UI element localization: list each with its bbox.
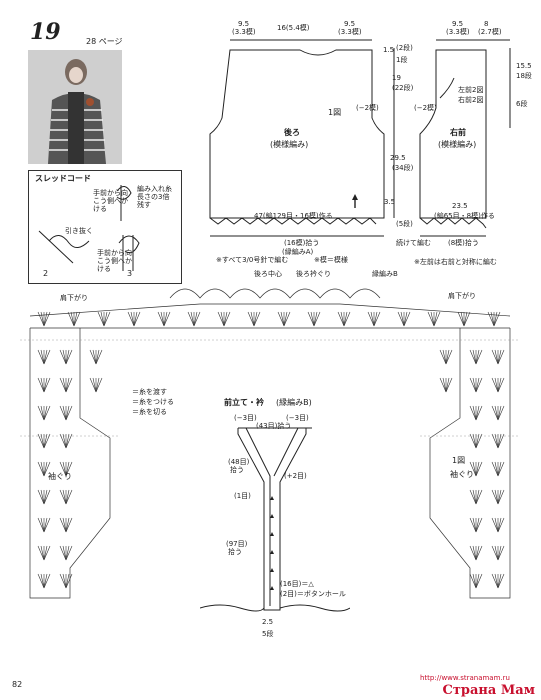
chart-shoulder-left: 肩下がり: [60, 294, 88, 302]
front-schematic: [419, 39, 511, 237]
back-arm-rows: (22段): [392, 84, 414, 92]
chart-shoulder-right: 肩下がり: [448, 292, 476, 300]
back-body-rows: (34段): [392, 164, 414, 172]
front-note-symmetric: ※左前は右前と対称に編む: [414, 258, 497, 266]
crochet-chart: [20, 288, 520, 599]
chart-armhole-left: 袖ぐり: [48, 472, 72, 481]
back-arm-h: 19: [392, 74, 401, 82]
back-band: (縁編みA): [282, 248, 314, 256]
front-top-right: 8: [484, 20, 489, 28]
placket-97-pick: 拾う: [228, 548, 242, 556]
placket-title: 前立て・衿: [224, 398, 264, 407]
front-top-left-sub: (3.3模): [446, 28, 470, 36]
placket-48: (48目): [228, 458, 250, 466]
watermark: Страна Мам: [442, 683, 536, 698]
front-right-fig: 右前2図: [458, 96, 484, 104]
front-side-rows: 18段: [516, 72, 532, 80]
step3-note: 手前から向こう側へかける: [97, 249, 132, 273]
placket-buttonhole: (2目)＝ボタンホール: [280, 590, 346, 598]
placket-1st: (1目): [234, 492, 251, 500]
back-top-right-sub: (3.3模): [338, 28, 362, 36]
legend-attach: ＝糸をつける: [132, 398, 174, 406]
back-cast-on: 47(編129目・16模)作る: [254, 212, 333, 220]
front-left-fig: 左前2図: [458, 86, 484, 94]
back-body-h: 29.5: [390, 154, 406, 162]
front-cast-on: (編65目・8模)作る: [434, 212, 495, 220]
thread-cord-diagram: スレッドコード 手前から向こう側へかける 編み入れ糸長さの3倍残す 引き抜く 手…: [28, 170, 182, 284]
placket-rows: 5段: [262, 630, 274, 638]
front-continue: 続けて編む: [396, 239, 431, 247]
back-schematic: [209, 39, 395, 237]
back-hem-rows: (5段): [396, 220, 413, 228]
legend-pass: ＝糸を渡す: [132, 388, 167, 396]
back-note-hook: ※すべて3/0号針で編む: [216, 256, 289, 264]
watermark-site: http://www.stranamam.ru: [420, 674, 510, 682]
front-decrease: (−2模): [414, 104, 437, 112]
front-side-h: 15.5: [516, 62, 532, 70]
back-top-right: 9.5: [344, 20, 356, 28]
back-neck-h: 1.5: [383, 46, 395, 54]
front-side-rows2: 6段: [516, 100, 528, 108]
step-number-2: 2: [43, 269, 49, 278]
placket-dec-left: (−3目): [234, 414, 257, 422]
chart-armhole-right: 袖ぐり: [450, 470, 474, 479]
placket-plus2: (+2目): [284, 472, 307, 480]
chart-back-collar: 後ろ衿ぐり: [296, 270, 331, 278]
placket-dec-right: (−3目): [286, 414, 309, 422]
placket-width: 2.5: [262, 618, 274, 626]
placket-pick-43: (43目)拾う: [256, 422, 292, 430]
back-top-left-sub: (3.3模): [232, 28, 256, 36]
front-pattern: (模様編み): [438, 140, 477, 149]
placket-48-pick: 拾う: [230, 466, 244, 474]
front-title: 右前: [450, 128, 466, 137]
back-hem-h: 3.5: [384, 198, 396, 206]
placket-97: (97目): [226, 540, 248, 548]
back-neck-rows2: 1段: [396, 56, 408, 64]
placket-diagram: [200, 427, 350, 612]
chart-edge-b: 縁編みB: [372, 270, 398, 278]
back-pick-up: (16模)拾う: [284, 239, 320, 247]
front-top-left: 9.5: [452, 20, 464, 28]
page-number: 82: [12, 680, 23, 689]
back-decrease: (−2模): [356, 104, 379, 112]
chart-back-center: 後ろ中心: [254, 270, 282, 278]
model-photo: [28, 50, 122, 164]
front-cast-width: 23.5: [452, 202, 468, 210]
back-neck-rows: (2段): [396, 44, 413, 52]
step1-note: 手前から向こう側へかける: [93, 189, 128, 213]
pattern-number: 19: [30, 19, 61, 45]
back-title: 後ろ: [284, 128, 300, 137]
chart-fig1: 1図: [452, 456, 466, 465]
back-top-mid: 16(5.4模): [277, 24, 310, 32]
front-top-right-sub: (2.7模): [478, 28, 502, 36]
thread-cord-title: スレッドコード: [35, 174, 91, 183]
front-pick-up: (8模)拾う: [448, 239, 479, 247]
legend-cut: ＝糸を切る: [132, 408, 167, 416]
back-pattern: (模様編み): [270, 140, 309, 149]
placket-subtitle: (縁編みB): [276, 398, 312, 407]
back-top-left: 9.5: [238, 20, 250, 28]
back-note-abbr: ※模＝模様: [314, 256, 348, 264]
step1b-note: 編み入れ糸長さの3倍残す: [137, 185, 172, 209]
placket-16-marker: (16目)＝△: [280, 580, 314, 588]
step2-note: 引き抜く: [65, 227, 93, 235]
step-number-3: 3: [127, 269, 133, 278]
page-reference: 28 ページ: [86, 37, 123, 46]
back-figure-ref: 1図: [328, 108, 342, 117]
